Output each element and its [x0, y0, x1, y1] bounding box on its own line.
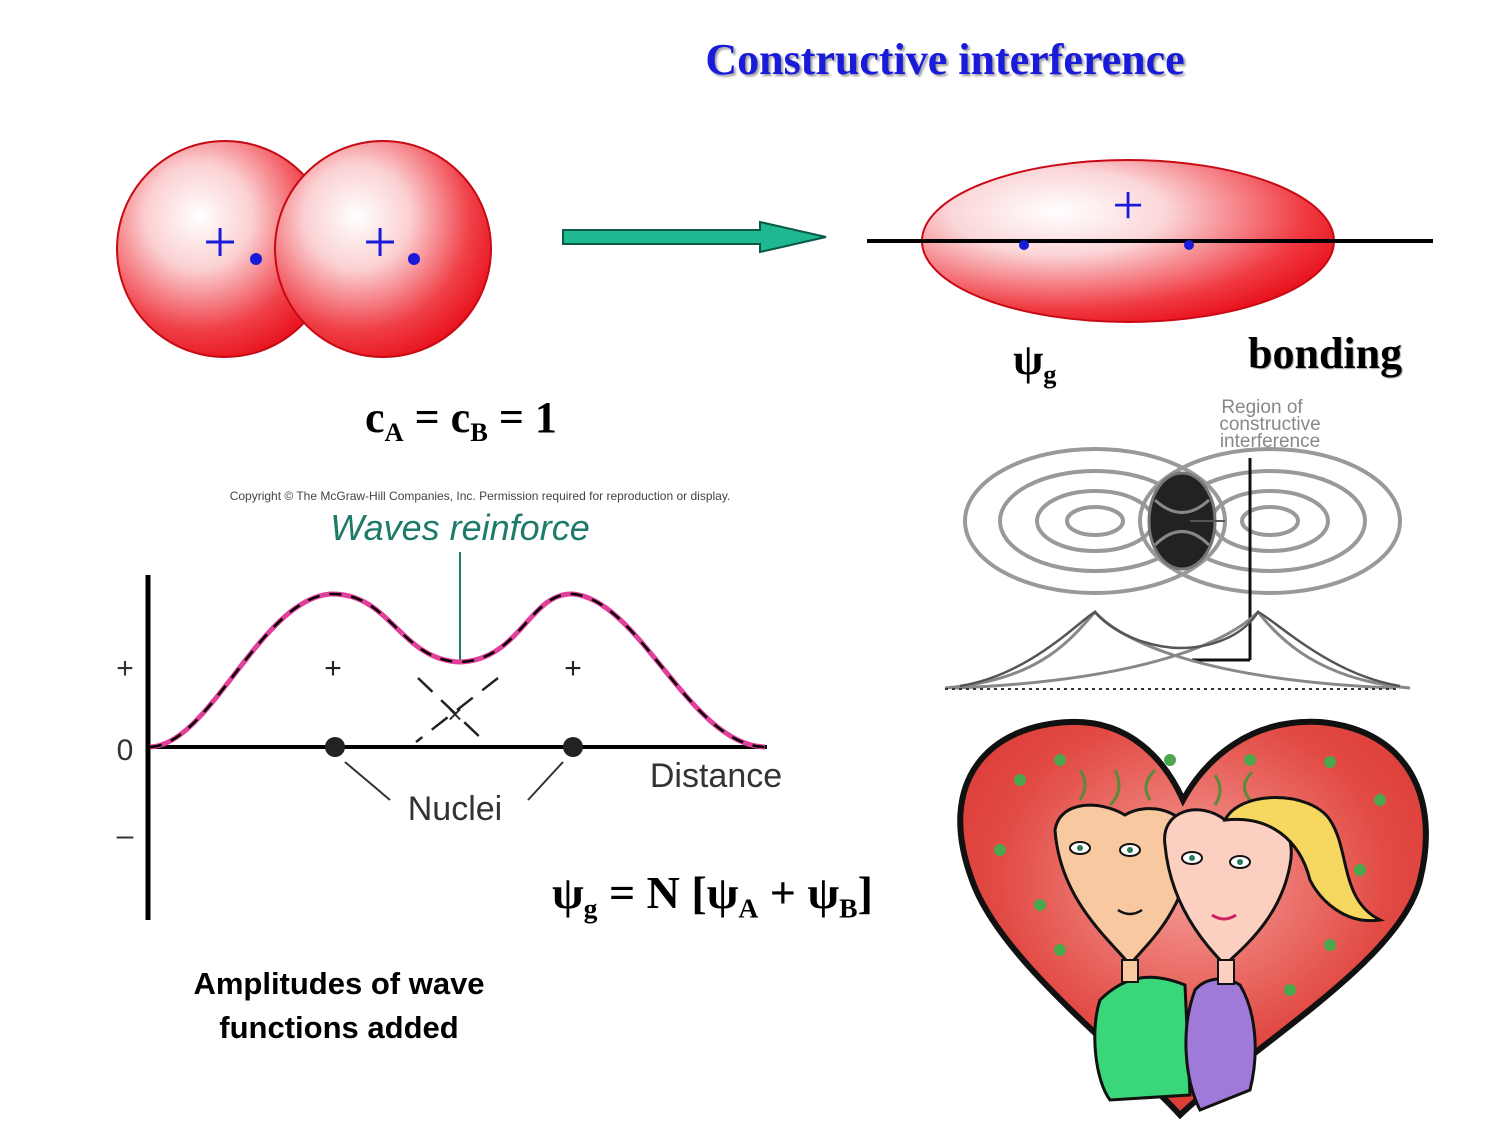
coeff-sub-a: A	[384, 417, 404, 448]
eq-sub-g: g	[583, 892, 598, 924]
distance-label: Distance	[650, 757, 782, 795]
man-mouth	[1117, 908, 1143, 916]
region-label-line2: constructive	[1219, 414, 1320, 435]
bonding-nucleus-a	[1019, 240, 1029, 250]
psi-g-label: ψg	[1013, 334, 1056, 390]
eq-plus: + ψ	[758, 867, 840, 918]
wave-caption: Amplitudes of wave functions added	[130, 962, 548, 1050]
orbital-b-sign: +	[363, 209, 397, 275]
eq-mid: = N [ψ	[597, 867, 739, 918]
y-tick-zero: 0	[117, 734, 134, 767]
contour-b-inner	[1210, 489, 1330, 553]
woman-mouth	[1211, 913, 1237, 921]
wave-a-tail	[417, 677, 486, 743]
wavefunction-equation: ψg = N [ψA + ψB]	[552, 866, 873, 925]
nuclei-pointer-right	[527, 761, 564, 801]
bonding-orbital-sign: +	[1112, 175, 1144, 237]
clover-decorations	[994, 754, 1386, 996]
crossing-mark: ×	[447, 699, 462, 729]
coeff-c-a: c	[365, 393, 385, 442]
bonding-orbital: +	[867, 159, 1433, 323]
orbital-sphere-b	[274, 140, 492, 358]
nucleus-b-dot	[408, 253, 420, 265]
coeff-sub-b: B	[470, 417, 488, 448]
right-arrow-icon	[562, 220, 827, 254]
woman-hair	[1222, 796, 1385, 923]
heart-illustration	[957, 718, 1429, 1120]
nuclei-label: Nuclei	[408, 790, 502, 828]
region-label-line3: interference	[1220, 431, 1320, 452]
caption-line-2: functions added	[219, 1010, 459, 1045]
eq-sub-b: B	[839, 892, 858, 924]
psi-sub-g: g	[1043, 359, 1057, 390]
woman-dress	[1184, 977, 1257, 1112]
contour-a-inner	[1035, 489, 1155, 553]
contour-figure: Region of constructive interference	[944, 397, 1411, 690]
man-shirt	[1093, 975, 1192, 1102]
wave-b-tail	[415, 677, 499, 743]
profile-b	[954, 609, 1411, 690]
profile-sum	[959, 610, 1401, 688]
region-label-line1: Region of	[1221, 397, 1303, 418]
caption-line-1: Amplitudes of wave	[193, 966, 485, 1001]
eq-psi: ψ	[552, 867, 584, 918]
orbital-a-sign: +	[203, 209, 237, 275]
lobe-sign-right: +	[564, 652, 582, 685]
coefficient-equation: cA = cB = 1	[365, 392, 557, 448]
page-title: Constructive interference	[0, 34, 1500, 85]
nuclei-pointer-left	[344, 761, 391, 801]
wave-figure: Copyright © The McGraw-Hill Companies, I…	[116, 489, 782, 920]
coeff-eq2: = 1	[487, 393, 557, 442]
copyright-notice: Copyright © The McGraw-Hill Companies, I…	[230, 489, 731, 503]
profile-a	[944, 609, 1396, 690]
waves-reinforce-heading: Waves reinforce	[330, 507, 589, 548]
individual-wave-dashed	[149, 592, 766, 749]
contour-b-outer	[1138, 447, 1402, 595]
overlap-contour-lines	[1153, 498, 1211, 547]
lobe-sign-left: +	[324, 652, 342, 685]
y-tick-plus: +	[116, 652, 134, 685]
psi-symbol: ψ	[1013, 335, 1044, 384]
swirl-decorations	[1078, 768, 1254, 807]
bonding-label: bonding	[1248, 329, 1403, 378]
eq-sub-a: A	[738, 892, 759, 924]
coeff-eq1: = c	[403, 393, 471, 442]
contour-a-core	[1065, 505, 1125, 537]
atomic-orbitals: + +	[116, 140, 492, 358]
woman-face	[1163, 808, 1293, 968]
nucleus-a-dot	[250, 253, 262, 265]
man-neck	[1121, 959, 1139, 983]
contour-b-core	[1240, 505, 1300, 537]
bonding-nucleus-b	[1184, 240, 1194, 250]
eq-close: ]	[857, 867, 873, 918]
y-tick-minus: –	[117, 819, 134, 852]
woman-neck	[1217, 959, 1235, 985]
title-text: Constructive interference	[705, 35, 1185, 84]
nucleus-left	[325, 737, 345, 757]
nucleus-right	[563, 737, 583, 757]
